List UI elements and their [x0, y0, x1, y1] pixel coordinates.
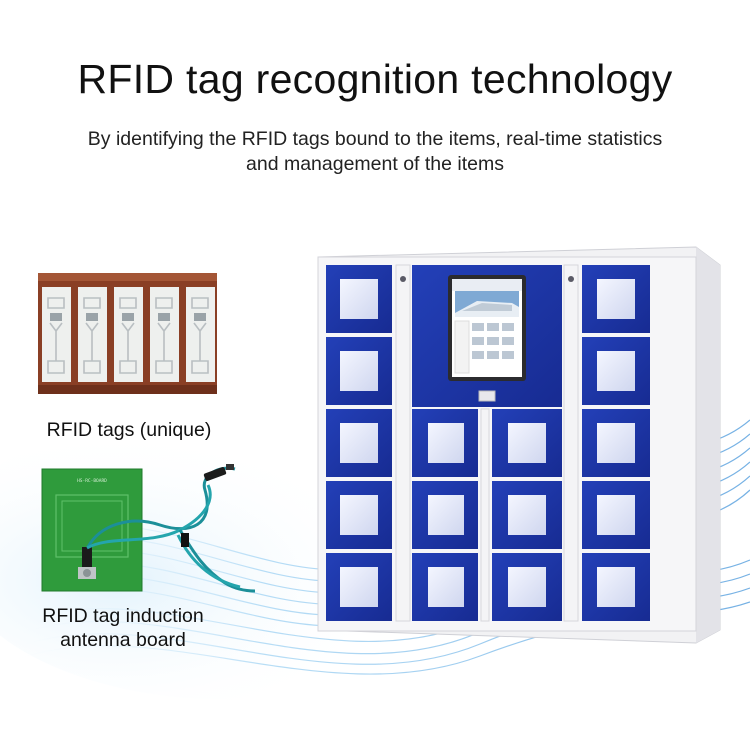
subtitle-line-2: and management of the items: [246, 153, 504, 175]
antenna-caption: RFID tag induction antenna board: [12, 604, 234, 652]
antenna-caption-line-2: antenna board: [60, 629, 186, 651]
rfid-tag-strip-image: [38, 273, 217, 394]
svg-text:HS-RC-BOARD: HS-RC-BOARD: [77, 478, 107, 484]
page-title: RFID tag recognition technology: [77, 56, 673, 102]
locker-cabinet-image: [317, 246, 721, 644]
antenna-caption-line-1: RFID tag induction: [42, 605, 204, 627]
rfid-tags-caption: RFID tags (unique): [46, 419, 212, 441]
subtitle-line-1: By identifying the RFID tags bound to th…: [87, 128, 663, 150]
page-subtitle: By identifying the RFID tags bound to th…: [40, 127, 710, 177]
left-door-column: [326, 265, 392, 621]
antenna-board-image: HS-RC-BOARD: [41, 464, 256, 593]
